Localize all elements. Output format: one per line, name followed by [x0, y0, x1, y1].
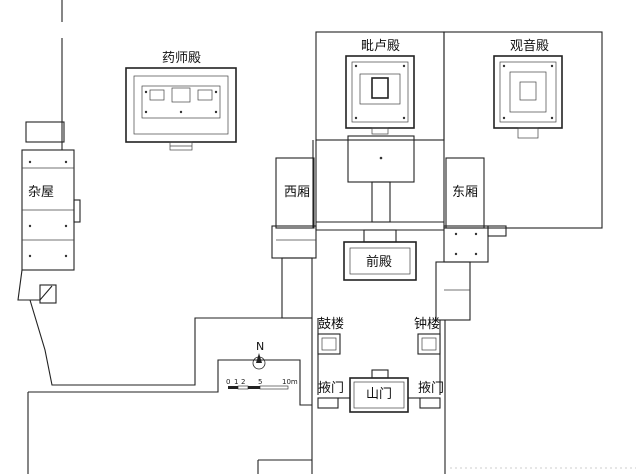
- drum-tower: 鼓楼: [317, 317, 344, 355]
- bell-tower-label: 钟楼: [414, 316, 440, 332]
- mountain-gate-label: 山门: [366, 387, 392, 402]
- scale-tick-2: 2: [241, 378, 245, 386]
- west-wing-label: 西厢: [284, 185, 310, 200]
- scale-tick-1: 1: [234, 378, 238, 386]
- scale-tick-5: 5: [258, 378, 262, 386]
- front-hall: 前殿: [343, 229, 417, 281]
- west-wing: 西厢: [271, 157, 317, 319]
- storage-rooms: 杂屋: [17, 121, 81, 304]
- mountain-gate: 山门: [338, 369, 420, 413]
- scale-tick-0: 0: [226, 378, 230, 386]
- north-courtyard-walls: [312, 31, 603, 230]
- bell-tower: 钟楼: [414, 316, 441, 355]
- front-hall-label: 前殿: [366, 254, 392, 270]
- scale-bar: 0 1 2 5 10m: [226, 378, 298, 390]
- storage-label: 杂屋: [28, 185, 54, 200]
- drum-tower-label: 鼓楼: [318, 317, 344, 332]
- guanyin-hall-label: 观音殿: [510, 38, 549, 54]
- east-wing: 东厢: [435, 157, 507, 321]
- east-wing-label: 东厢: [452, 185, 478, 200]
- side-gate-left: 掖门: [317, 381, 344, 409]
- side-gate-right: 掖门: [418, 381, 444, 409]
- guanyin-hall: 观音殿: [493, 38, 563, 139]
- north-arrow: N: [252, 340, 266, 370]
- north-label: N: [256, 340, 264, 353]
- cross-corridor: [316, 221, 444, 231]
- yaoshi-hall-label: 药师殿: [162, 51, 201, 66]
- pilu-hall: 毗卢殿: [345, 38, 415, 135]
- pilu-platform: [347, 135, 415, 223]
- outer-walls: [27, 0, 446, 474]
- side-gate-left-label: 掖门: [318, 381, 344, 396]
- yaoshi-hall: 药师殿: [125, 51, 237, 151]
- scale-tick-10m: 10m: [282, 378, 298, 386]
- side-gate-right-label: 掖门: [418, 381, 444, 396]
- pilu-hall-label: 毗卢殿: [361, 38, 400, 54]
